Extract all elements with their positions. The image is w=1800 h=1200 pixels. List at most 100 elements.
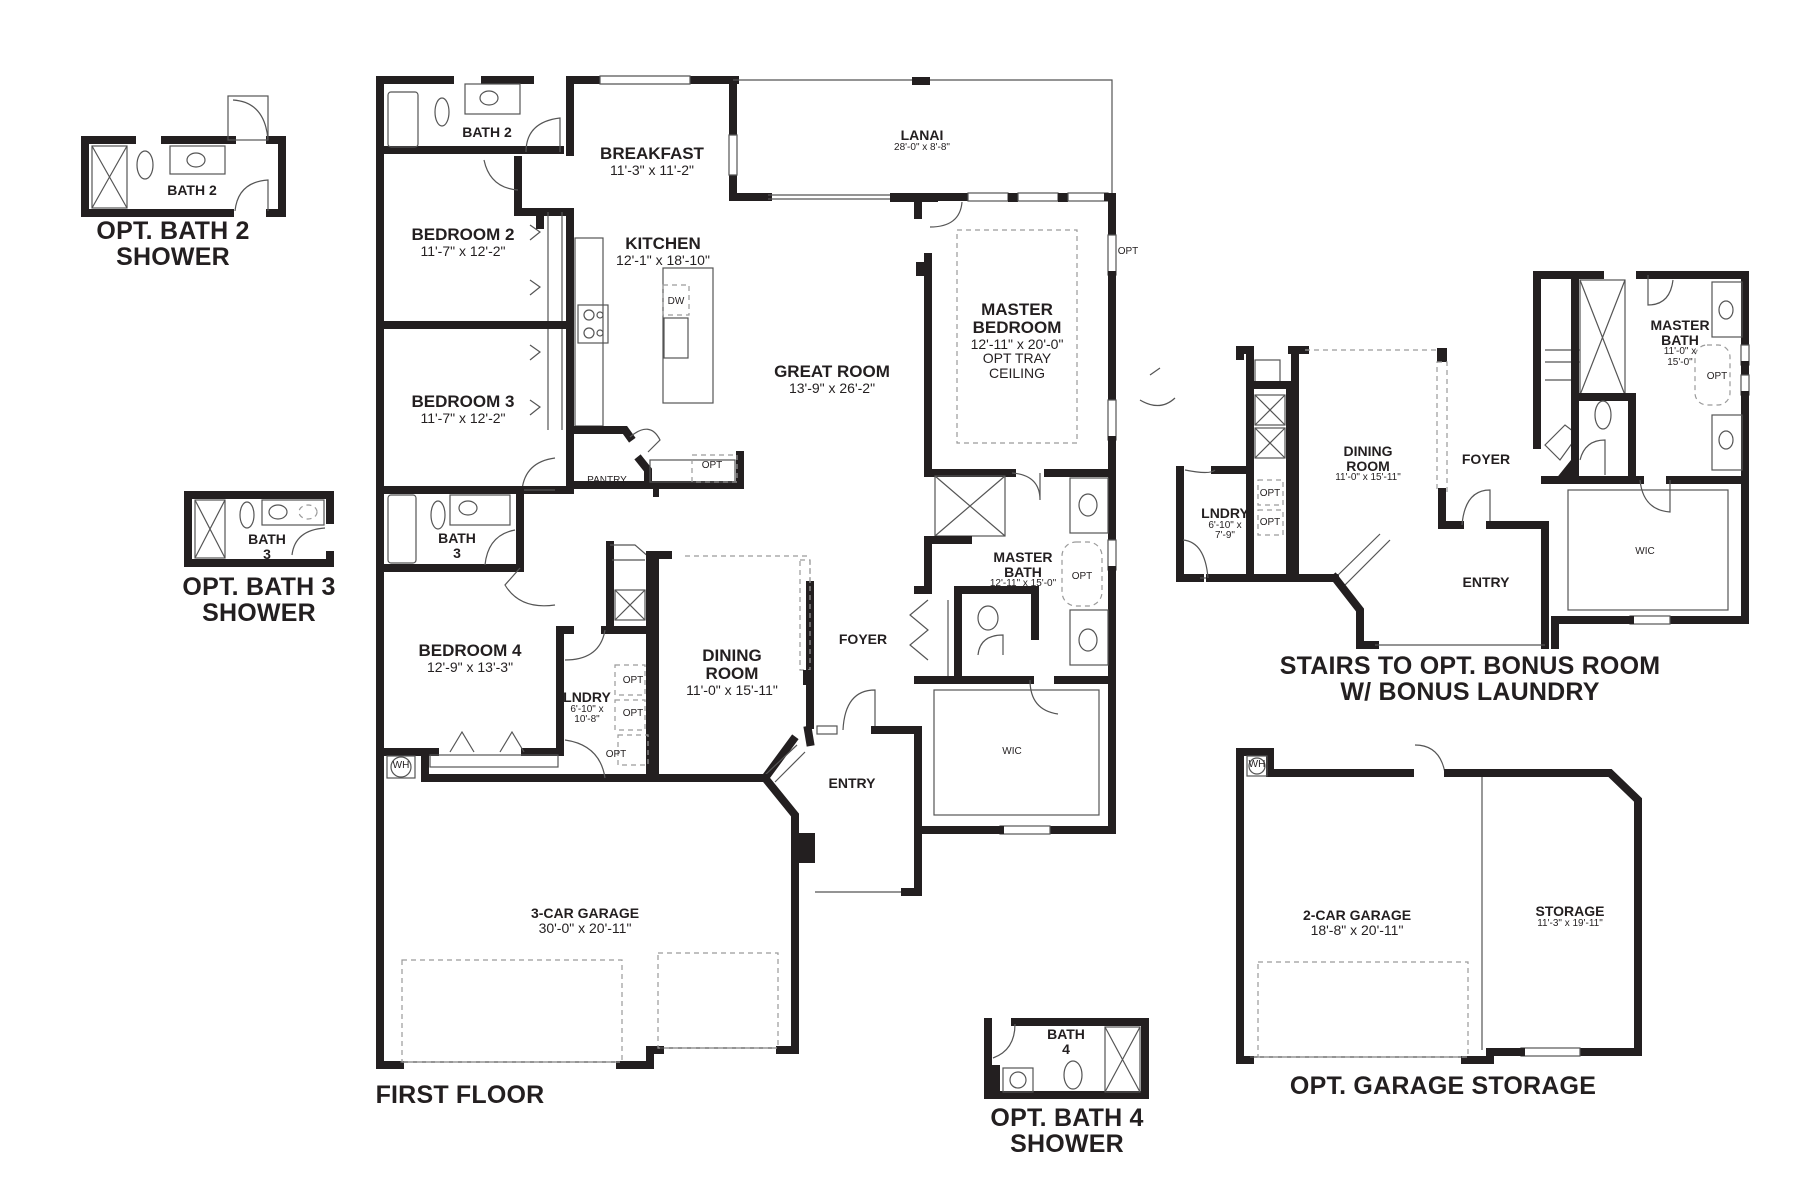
room-name: BEDROOM 2 xyxy=(411,225,515,244)
room-name: KITCHEN xyxy=(625,234,701,253)
opt-sink-label: OPT xyxy=(605,749,627,760)
title-line2: SHOWER xyxy=(116,243,230,272)
room-dimensions: 30'-0" x 20'-11" xyxy=(538,919,632,936)
room-foyer: FOYER xyxy=(838,631,888,647)
room-bedroom2: BEDROOM 2 11'-7" x 12'-2" xyxy=(412,226,515,259)
room-dimensions: 11'-0" x 15'-11" xyxy=(1335,472,1401,484)
opt-label: OPT xyxy=(701,460,723,471)
room-dimensions: 10'-8" xyxy=(574,714,600,726)
room-dimensions: 12'-11" x 15'-0" xyxy=(989,578,1057,590)
opt-bath4-room-label: BATH 4 xyxy=(1047,1027,1085,1056)
room-dimensions: 12'-11" x 20'-0" xyxy=(970,335,1064,352)
room-dimensions: 6'-10" x xyxy=(570,703,604,715)
room-dimensions: 6'-10" x xyxy=(1208,519,1242,531)
bonus-opt-washer: OPT xyxy=(1259,488,1281,499)
room-dimensions: 11'-0" x 15'-11" xyxy=(686,681,778,698)
room-name: 2-CAR GARAGE xyxy=(1302,907,1412,923)
room-name-line1: DINING xyxy=(702,646,762,665)
room-name-line2: ROOM xyxy=(1346,457,1390,474)
bonus-wic-label: WIC xyxy=(1635,546,1655,557)
room-dimensions: 15'-0" xyxy=(1667,356,1693,368)
bonus-stairs-title: STAIRS TO OPT. BONUS ROOM W/ BONUS LAUND… xyxy=(1280,653,1661,706)
room-dimensions: 28'-0" x 8'-8" xyxy=(894,141,950,153)
room-dimensions: 11'-7" x 12'-2" xyxy=(420,409,506,426)
bonus-laundry-label: LNDRY 6'-10" x 7'-9" xyxy=(1201,506,1249,542)
room-bath2: BATH 2 xyxy=(462,124,512,140)
bonus-opt-dryer: OPT xyxy=(1259,517,1281,528)
room-dimensions: 12'-1" x 18'-10" xyxy=(616,251,710,268)
bonus-dining-label: DINING ROOM 11'-0" x 15'-11" xyxy=(1335,444,1401,484)
opt-window-label: OPT xyxy=(1117,246,1139,257)
room-breakfast: BREAKFAST 11'-3" x 11'-2" xyxy=(600,145,704,178)
room-3car-garage: 3-CAR GARAGE 30'-0" x 20'-11" xyxy=(531,906,639,935)
room-name: STORAGE xyxy=(1535,903,1605,919)
opt-garage-storage-plan xyxy=(1236,744,1642,1064)
room-name: BREAKFAST xyxy=(600,144,704,163)
room-master-bedroom: MASTER BEDROOM 12'-11" x 20'-0" OPT TRAY… xyxy=(971,301,1064,381)
room-laundry: LNDRY 6'-10" x 10'-8" xyxy=(563,690,611,726)
bonus-opt-tub: OPT xyxy=(1706,371,1728,382)
room-dimensions: 18'-8" x 20'-11" xyxy=(1310,921,1404,938)
room-great-room: GREAT ROOM 13'-9" x 26'-2" xyxy=(774,363,890,396)
title-line1: STAIRS TO OPT. BONUS ROOM xyxy=(1279,652,1661,680)
opt-bath4-plan xyxy=(984,1018,1149,1099)
room-name-line2: BATH xyxy=(1004,563,1042,580)
room-name-line2: BEDROOM xyxy=(972,317,1062,337)
room-note: OPT TRAY xyxy=(982,350,1052,367)
room-name: LNDRY xyxy=(563,689,611,705)
room-bedroom4: BEDROOM 4 12'-9" x 13'-3" xyxy=(419,642,522,675)
room-name: 3-CAR GARAGE xyxy=(530,905,640,921)
title-line1: OPT. BATH 2 xyxy=(96,217,250,245)
title-line1: OPT. BATH 4 xyxy=(990,1104,1144,1132)
water-heater-label: WH xyxy=(392,760,410,771)
title-line1: OPT. BATH 3 xyxy=(182,573,336,601)
room-name: GREAT ROOM xyxy=(774,362,890,381)
opt-bath2-title: OPT. BATH 2 SHOWER xyxy=(96,218,249,271)
room-name: LNDRY xyxy=(1201,505,1249,521)
opt-bath3-room-label: BATH 3 xyxy=(248,532,286,561)
title-line2: SHOWER xyxy=(202,599,316,628)
room-kitchen: KITCHEN 12'-1" x 18'-10" xyxy=(616,235,710,268)
room-dimensions: 7'-9" xyxy=(1215,530,1235,542)
room-name-line2: 4 xyxy=(1062,1040,1070,1057)
bonus-entry-label: ENTRY xyxy=(1462,574,1510,590)
room-name-line2: 3 xyxy=(453,544,461,561)
room-name-line2: BATH xyxy=(1661,331,1699,348)
room-wic: WIC xyxy=(1002,746,1022,757)
room-name: BEDROOM 3 xyxy=(411,392,515,411)
opt-garage-storage-title: OPT. GARAGE STORAGE xyxy=(1289,1072,1597,1100)
room-lanai: LANAI 28'-0" x 8'-8" xyxy=(894,128,950,153)
title-line2: SHOWER xyxy=(1010,1130,1124,1159)
bonus-master-bath-label: MASTER BATH 11'-0" x 15'-0" xyxy=(1650,318,1709,368)
bonus-foyer-label: FOYER xyxy=(1461,451,1511,467)
opt-bath2-room-label: BATH 2 xyxy=(167,182,217,198)
room-name-line1: BATH xyxy=(438,530,476,546)
title-line2: W/ BONUS LAUNDRY xyxy=(1340,678,1600,707)
room-name-line1: MASTER xyxy=(1650,317,1710,333)
opt-bath2-plan xyxy=(81,95,286,217)
room-name-line1: BATH xyxy=(1047,1026,1085,1042)
opt-garage-water-heater: WH xyxy=(1248,759,1266,770)
room-name-line2: ROOM xyxy=(705,663,759,683)
opt-tub-label: OPT xyxy=(1071,571,1093,582)
dishwasher-label: DW xyxy=(667,296,685,307)
room-name: BEDROOM 4 xyxy=(418,641,522,660)
room-name-line1: MASTER xyxy=(981,300,1053,319)
room-dimensions: 11'-0" x xyxy=(1663,346,1697,358)
opt-bath4-title: OPT. BATH 4 SHOWER xyxy=(990,1105,1143,1158)
room-name: LANAI xyxy=(900,127,944,143)
opt-bath3-title: OPT. BATH 3 SHOWER xyxy=(182,574,335,627)
room-dimensions: 11'-3" x 11'-2" xyxy=(609,161,695,178)
room-name-line2: 3 xyxy=(263,545,271,562)
room-dimensions: 13'-9" x 26'-2" xyxy=(788,379,876,396)
room-name-line1: DINING xyxy=(1343,443,1393,459)
first-floor-plan xyxy=(376,75,1117,1069)
room-entry: ENTRY xyxy=(828,775,876,791)
opt-bath3-plan xyxy=(184,491,334,567)
room-bedroom3: BEDROOM 3 11'-7" x 12'-2" xyxy=(412,393,515,426)
room-dimensions: 11'-7" x 12'-2" xyxy=(420,242,506,259)
pantry-label: PANTRY xyxy=(587,475,627,486)
room-dimensions: 11'-3" x 19'-11" xyxy=(1537,917,1603,929)
opt-washer-label: OPT xyxy=(622,675,644,686)
room-master-bath: MASTER BATH 12'-11" x 15'-0" xyxy=(990,550,1056,590)
